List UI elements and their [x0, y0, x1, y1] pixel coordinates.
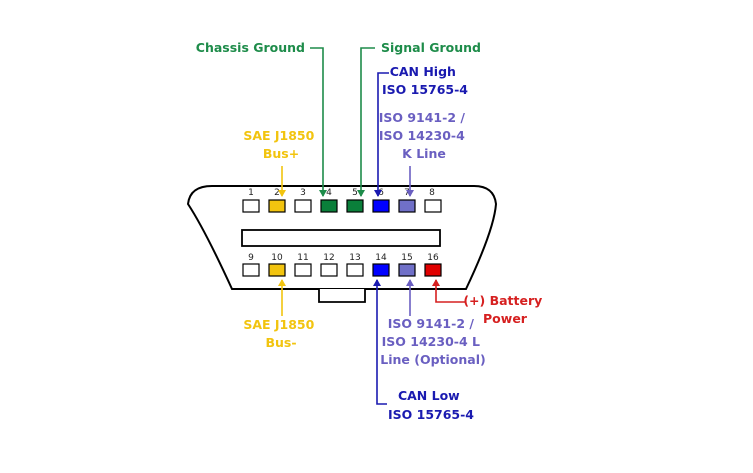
label-line: ISO 14230-4	[379, 128, 465, 143]
iso-k-line-label: ISO 9141-2 / ISO 14230-4 K Line	[379, 110, 470, 161]
label-line: ISO 15765-4	[388, 407, 474, 422]
bottom-pin-row: 9 10 11 12 13 14 15 16	[242, 253, 442, 277]
chassis-ground-leader	[310, 47, 327, 197]
can-low-leader	[373, 279, 387, 405]
can-low-label: CAN Low ISO 15765-4	[388, 388, 474, 422]
pin-12	[320, 263, 338, 277]
pin-number: 3	[300, 188, 306, 198]
pin-3	[294, 199, 312, 213]
label-line: SAE J1850	[243, 128, 314, 143]
pin-9	[242, 263, 260, 277]
battery-power-label: (+) Battery Power	[463, 293, 546, 326]
connector-center-bar	[241, 229, 441, 247]
iso-l-line-label: ISO 9141-2 / ISO 14230-4 L Line (Optiona…	[380, 316, 485, 367]
signal-ground-label: Signal Ground	[381, 40, 481, 55]
pin-16	[424, 263, 442, 277]
pin-5	[346, 199, 364, 213]
leader-lines	[278, 47, 466, 405]
label-line: Bus-	[265, 335, 296, 350]
label-line: CAN Low	[398, 388, 460, 403]
label-line: Power	[483, 311, 528, 326]
sae-bus-minus-label: SAE J1850 Bus-	[243, 317, 318, 350]
pin-number: 10	[271, 253, 283, 263]
pin-number: 14	[375, 253, 387, 263]
pin-8	[424, 199, 442, 213]
label-line: Bus+	[263, 146, 299, 161]
can-high-leader	[374, 72, 389, 197]
pin-number: 16	[427, 253, 439, 263]
pin-number: 13	[349, 253, 360, 263]
pin-number: 2	[274, 188, 280, 198]
pin-10	[268, 263, 286, 277]
label-line: Line (Optional)	[380, 352, 485, 367]
pin-number: 8	[429, 188, 435, 198]
label-line: (+) Battery	[463, 293, 542, 308]
pin-number: 1	[248, 188, 254, 198]
pin-number: 4	[326, 188, 332, 198]
battery-power-leader	[432, 279, 466, 303]
label-line: ISO 14230-4 L	[382, 334, 480, 349]
pin-13	[346, 263, 364, 277]
label-line: Signal Ground	[381, 40, 481, 55]
pin-number: 12	[323, 253, 334, 263]
pin-6	[372, 199, 390, 213]
pin-4	[320, 199, 338, 213]
pin-15	[398, 263, 416, 277]
pin-number: 11	[297, 253, 308, 263]
chassis-ground-label: Chassis Ground	[196, 40, 305, 55]
pin-11	[294, 263, 312, 277]
label-line: CAN High	[390, 64, 456, 79]
pin-7	[398, 199, 416, 213]
label-line: ISO 9141-2 /	[388, 316, 475, 331]
sae-bus-plus-label: SAE J1850 Bus+	[243, 128, 318, 161]
pin-14	[372, 263, 390, 277]
label-line: Chassis Ground	[196, 40, 305, 55]
label-line: SAE J1850	[243, 317, 314, 332]
signal-ground-leader	[357, 47, 375, 197]
can-high-label: CAN High ISO 15765-4	[382, 64, 468, 97]
label-line: ISO 15765-4	[382, 82, 468, 97]
label-line: K Line	[402, 146, 446, 161]
label-line: ISO 9141-2 /	[379, 110, 466, 125]
pin-number: 5	[352, 188, 358, 198]
pin-number: 7	[404, 188, 410, 198]
pin-2	[268, 199, 286, 213]
pin-number: 15	[401, 253, 412, 263]
connector-key-tab	[318, 289, 366, 303]
pin-1	[242, 199, 260, 213]
pin-number: 6	[378, 188, 384, 198]
pin-number: 9	[248, 253, 254, 263]
